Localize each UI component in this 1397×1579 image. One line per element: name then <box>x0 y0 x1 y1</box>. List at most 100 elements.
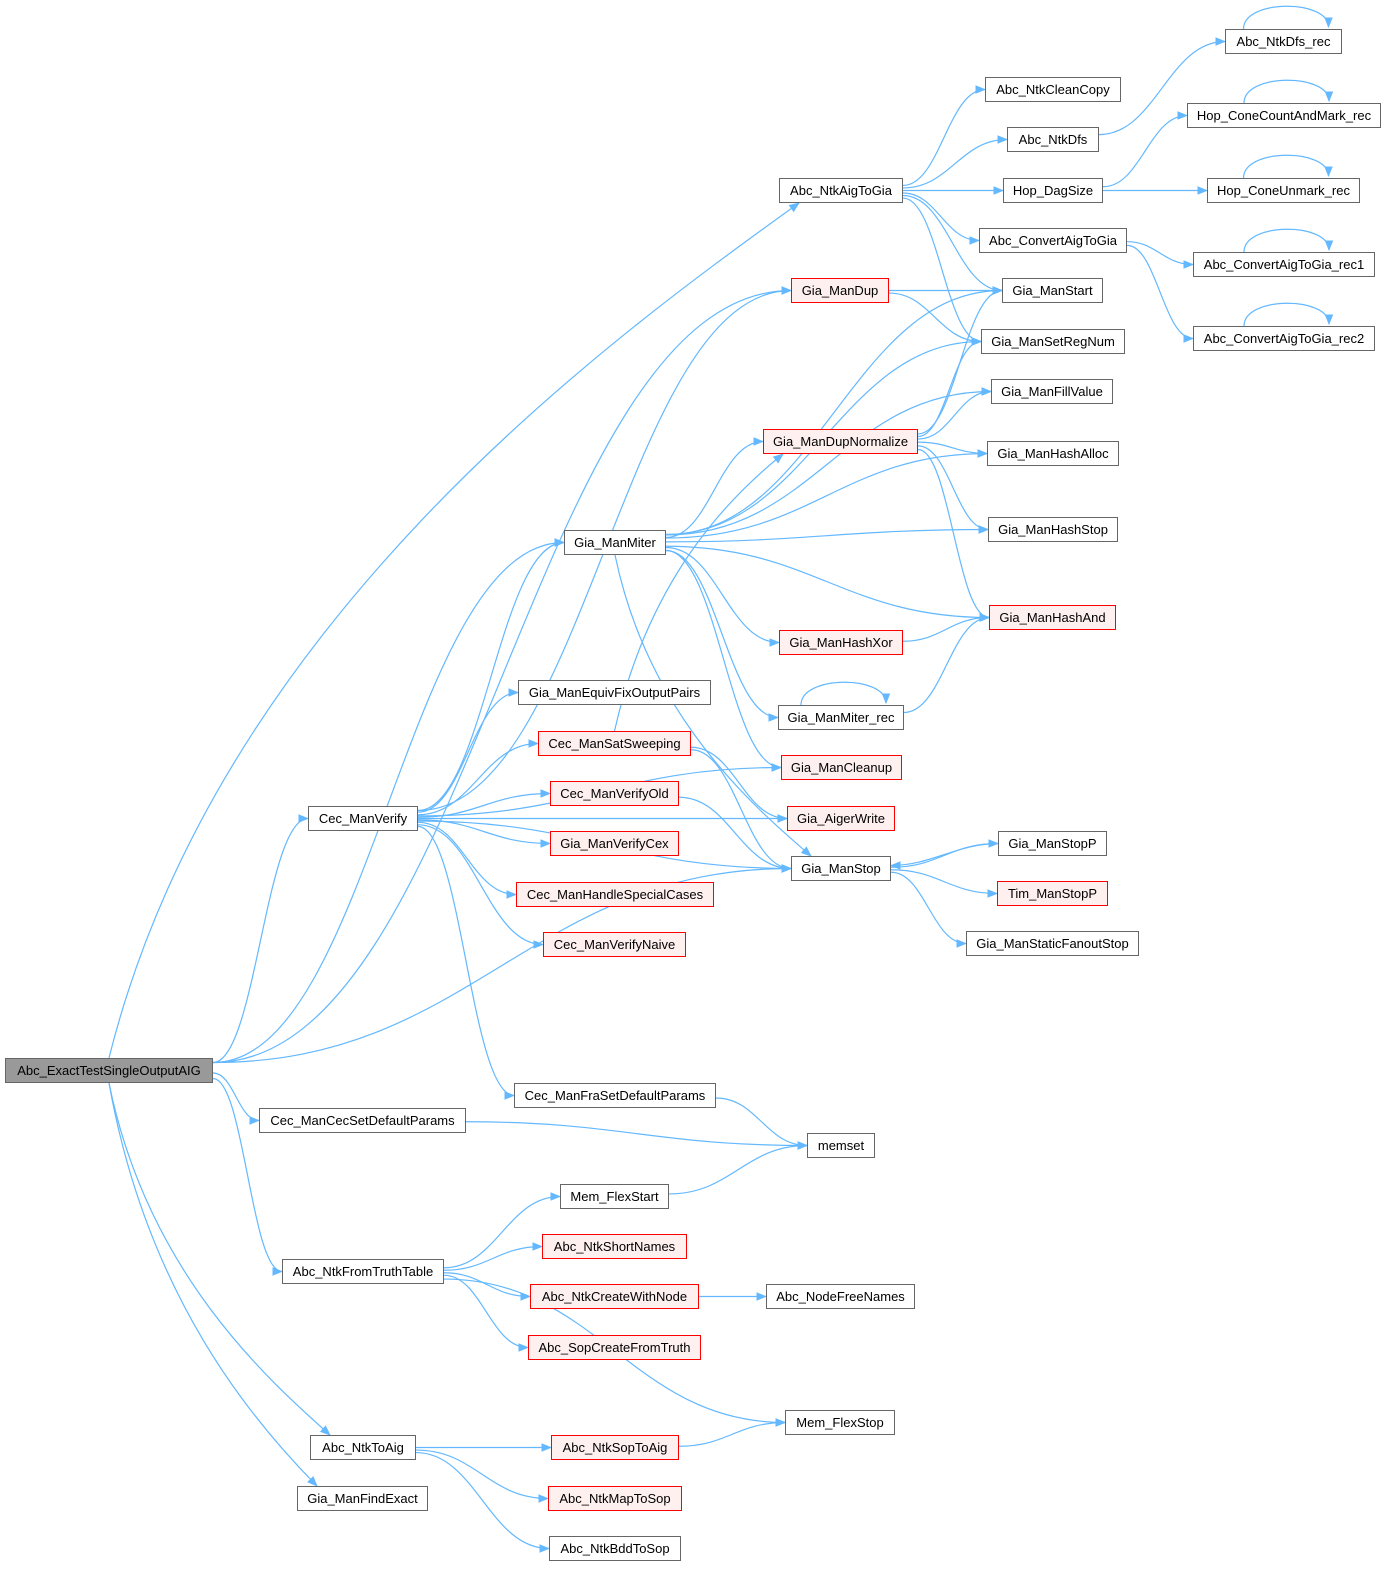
node-gia-manequivfixoutputpairs[interactable]: Gia_ManEquivFixOutputPairs <box>518 680 711 705</box>
node-label: Gia_ManHashXor <box>789 635 893 650</box>
node-gia-manhashand[interactable]: Gia_ManHashAnd <box>989 605 1116 630</box>
node-gia-mansetregnum[interactable]: Gia_ManSetRegNum <box>981 329 1125 354</box>
node-abc-ntkbddtosop[interactable]: Abc_NtkBddToSop <box>549 1536 681 1561</box>
node-label: Gia_ManSetRegNum <box>991 334 1115 349</box>
node-abc-ntkaigtogia[interactable]: Abc_NtkAigToGia <box>779 178 903 203</box>
node-gia-manfindexact[interactable]: Gia_ManFindExact <box>297 1486 428 1511</box>
edge-cec-mancecsetdefaultparams-to-memset <box>465 1121 809 1150</box>
edge-abc-ntkdfs-rec-to-abc-ntkdfs-rec <box>1242 5 1333 30</box>
edge-abc-ntkfromtruthtable-to-abc-sopcreatefromtruth <box>443 1274 530 1352</box>
node-label: Abc_ExactTestSingleOutputAIG <box>17 1063 201 1078</box>
node-gia-manstart[interactable]: Gia_ManStart <box>1002 278 1103 303</box>
node-label: Abc_NtkShortNames <box>553 1239 676 1254</box>
node-abc-ntktoaig[interactable]: Abc_NtkToAig <box>310 1435 416 1460</box>
node-gia-manstop[interactable]: Gia_ManStop <box>791 856 891 881</box>
node-abc-exacttestsingleoutputaig[interactable]: Abc_ExactTestSingleOutputAIG <box>5 1058 213 1083</box>
node-gia-manverifycex[interactable]: Gia_ManVerifyCex <box>550 831 679 856</box>
edge-abc-exacttestsingleoutputaig-to-cec-manverify <box>212 814 310 1064</box>
node-gia-mandup[interactable]: Gia_ManDup <box>791 278 889 303</box>
edge-gia-manmiter-to-gia-manstart <box>665 286 1004 536</box>
node-abc-ntkfromtruthtable[interactable]: Abc_NtkFromTruthTable <box>282 1259 444 1284</box>
node-gia-mancleanup[interactable]: Gia_ManCleanup <box>781 755 902 780</box>
node-label: Gia_ManCleanup <box>790 760 893 775</box>
node-gia-manhashalloc[interactable]: Gia_ManHashAlloc <box>987 441 1119 466</box>
node-gia-manmiter-rec[interactable]: Gia_ManMiter_rec <box>778 705 904 730</box>
node-abc-ntkcleancopy[interactable]: Abc_NtkCleanCopy <box>985 77 1121 102</box>
node-cec-manfrasetdefaultparams[interactable]: Cec_ManFraSetDefaultParams <box>514 1083 716 1108</box>
node-mem-flexstart[interactable]: Mem_FlexStart <box>560 1184 669 1209</box>
edge-abc-ntkaigtogia-to-gia-manstart <box>902 194 1004 295</box>
edge-abc-ntkfromtruthtable-to-abc-ntkshortnames <box>443 1242 544 1271</box>
edge-abc-exacttestsingleoutputaig-to-gia-manstop <box>212 864 793 1064</box>
node-hop-dagsize[interactable]: Hop_DagSize <box>1003 178 1103 203</box>
edge-hop-dagsize-to-hop-conecountandmark-rec <box>1102 111 1189 188</box>
node-abc-convertaigtogia[interactable]: Abc_ConvertAigToGia <box>979 228 1127 253</box>
node-mem-flexstop[interactable]: Mem_FlexStop <box>785 1410 895 1435</box>
edge-abc-exacttestsingleoutputaig-to-abc-ntkfromtruthtable <box>212 1077 284 1276</box>
node-label: Abc_NtkFromTruthTable <box>292 1264 434 1279</box>
node-abc-ntkdfs[interactable]: Abc_NtkDfs <box>1007 127 1099 152</box>
edge-gia-manstop-to-gia-manstopp <box>890 839 1000 868</box>
node-label: Abc_NtkDfs_rec <box>1236 34 1331 49</box>
node-cec-manhandlespecialcases[interactable]: Cec_ManHandleSpecialCases <box>516 882 714 907</box>
node-gia-manstaticfanoutstop[interactable]: Gia_ManStaticFanoutStop <box>966 931 1139 956</box>
node-label: Gia_ManMiter_rec <box>787 710 895 725</box>
edge-cec-manverify-to-cec-manhandlespecialcases <box>417 821 518 899</box>
node-gia-manhashstop[interactable]: Gia_ManHashStop <box>988 517 1118 542</box>
node-gia-mandupnormalize[interactable]: Gia_ManDupNormalize <box>763 429 918 454</box>
node-abc-sopcreatefromtruth[interactable]: Abc_SopCreateFromTruth <box>528 1335 701 1360</box>
node-cec-manverify[interactable]: Cec_ManVerify <box>308 806 418 831</box>
node-abc-ntkdfs-rec[interactable]: Abc_NtkDfs_rec <box>1225 29 1342 54</box>
edge-gia-mandup-to-gia-mansetregnum <box>888 292 983 346</box>
node-hop-coneunmark-rec[interactable]: Hop_ConeUnmark_rec <box>1207 178 1360 203</box>
node-abc-ntkcreatewithnode[interactable]: Abc_NtkCreateWithNode <box>530 1284 699 1309</box>
node-abc-ntksoptoaig[interactable]: Abc_NtkSopToAig <box>551 1435 679 1460</box>
node-label: Abc_ConvertAigToGia <box>989 233 1117 248</box>
node-label: Cec_ManHandleSpecialCases <box>526 887 704 902</box>
node-memset[interactable]: memset <box>807 1133 875 1158</box>
node-label: Mem_FlexStart <box>570 1189 659 1204</box>
edge-gia-manmiter-to-gia-manhashalloc <box>665 449 989 539</box>
edge-abc-ntkaigtogia-to-abc-convertaigtogia <box>902 192 981 245</box>
node-label: Gia_ManStopP <box>1008 836 1097 851</box>
node-hop-conecountandmark-rec[interactable]: Hop_ConeCountAndMark_rec <box>1187 103 1381 128</box>
node-gia-manstopp[interactable]: Gia_ManStopP <box>998 831 1107 856</box>
node-gia-manhashxor[interactable]: Gia_ManHashXor <box>779 630 903 655</box>
edge-gia-mandupnormalize-to-gia-manhashstop <box>917 445 990 534</box>
node-abc-convertaigtogia-rec2[interactable]: Abc_ConvertAigToGia_rec2 <box>1193 326 1375 351</box>
edge-cec-manverify-to-gia-manequivfixoutputpairs <box>417 688 520 813</box>
edge-abc-ntktoaig-to-abc-ntkmaptosop <box>415 1449 550 1503</box>
edge-abc-ntkaigtogia-to-abc-ntkcleancopy <box>902 85 987 187</box>
node-label: Cec_ManVerify <box>318 811 408 826</box>
node-label: Cec_ManVerifyOld <box>560 786 669 801</box>
node-label: Hop_ConeCountAndMark_rec <box>1196 108 1372 123</box>
edge-gia-mandupnormalize-to-gia-mansetregnum <box>917 337 983 438</box>
node-gia-manmiter[interactable]: Gia_ManMiter <box>564 530 666 555</box>
node-label: Cec_ManVerifyNaive <box>553 937 676 952</box>
node-abc-ntkmaptosop[interactable]: Abc_NtkMapToSop <box>548 1486 682 1511</box>
node-gia-manfillvalue[interactable]: Gia_ManFillValue <box>991 379 1113 404</box>
node-cec-mansatsweeping[interactable]: Cec_ManSatSweeping <box>538 731 691 756</box>
node-abc-nodefreenames[interactable]: Abc_NodeFreeNames <box>766 1284 915 1309</box>
edge-abc-exacttestsingleoutputaig-to-gia-manmiter <box>212 538 566 1064</box>
node-cec-mancecsetdefaultparams[interactable]: Cec_ManCecSetDefaultParams <box>259 1108 466 1133</box>
node-abc-ntkshortnames[interactable]: Abc_NtkShortNames <box>542 1234 687 1259</box>
node-label: Abc_NtkCleanCopy <box>996 82 1110 97</box>
edge-abc-ntktoaig-to-abc-ntkbddtosop <box>415 1451 551 1553</box>
node-gia-aigerwrite[interactable]: Gia_AigerWrite <box>787 806 895 831</box>
node-cec-manverifynaive[interactable]: Cec_ManVerifyNaive <box>543 932 686 957</box>
edge-cec-mansatsweeping-to-gia-aigerwrite <box>690 746 789 823</box>
edge-abc-convertaigtogia-rec2-to-abc-convertaigtogia-rec2 <box>1243 302 1334 327</box>
edge-abc-convertaigtogia-to-abc-convertaigtogia-rec2 <box>1126 244 1195 343</box>
node-cec-manverifyold[interactable]: Cec_ManVerifyOld <box>550 781 679 806</box>
node-tim-manstopp[interactable]: Tim_ManStopP <box>997 881 1108 906</box>
edge-abc-exacttestsingleoutputaig-to-abc-ntkaigtogia <box>108 202 800 1059</box>
node-label: Gia_ManDupNormalize <box>772 434 909 449</box>
node-label: Abc_NtkAigToGia <box>790 183 892 198</box>
edge-cec-manverify-to-cec-mansatsweeping <box>417 739 540 816</box>
node-label: Gia_ManStart <box>1012 283 1093 298</box>
node-abc-convertaigtogia-rec1[interactable]: Abc_ConvertAigToGia_rec1 <box>1193 252 1375 277</box>
edge-gia-manmiter-rec-to-gia-manhashand <box>903 613 991 714</box>
node-label: Gia_ManEquivFixOutputPairs <box>528 685 701 700</box>
